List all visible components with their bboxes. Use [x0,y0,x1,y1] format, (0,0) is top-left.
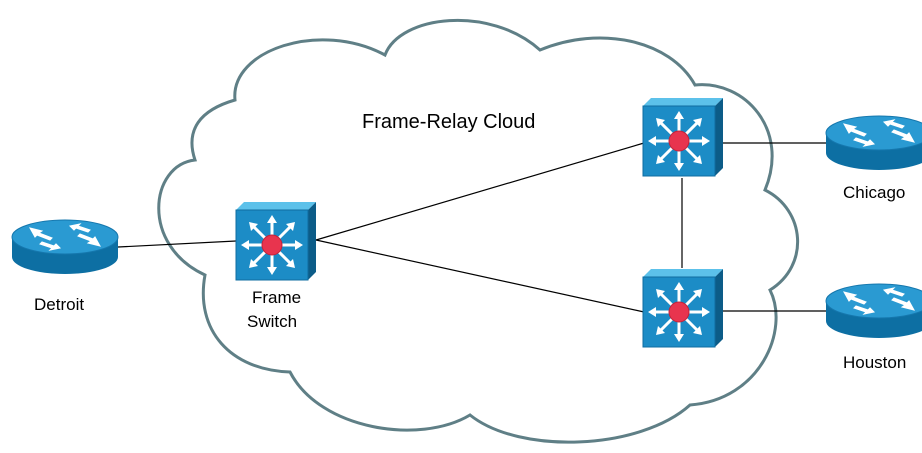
chicago-label: Chicago [843,183,905,202]
link-frame-switch-top-switch [315,142,645,241]
detroit-label: Detroit [34,295,84,314]
link-frame-switch-bottom-switch [315,239,645,313]
router-icon [825,115,922,171]
multilayer-switch-icon [234,200,318,282]
frame-switch-label-line1: Frame [252,288,301,307]
houston-label: Houston [843,353,906,372]
router-icon [11,219,119,275]
multilayer-switch-icon [641,267,725,349]
frame-switch-label-line2: Switch [247,312,297,331]
frame-relay-cloud [157,18,800,444]
links [117,142,828,313]
router-icon [825,283,922,339]
multilayer-switch-icon [641,96,725,178]
link-detroit-frame-switch [117,240,237,248]
cloud-label: Frame-Relay Cloud [362,111,535,133]
